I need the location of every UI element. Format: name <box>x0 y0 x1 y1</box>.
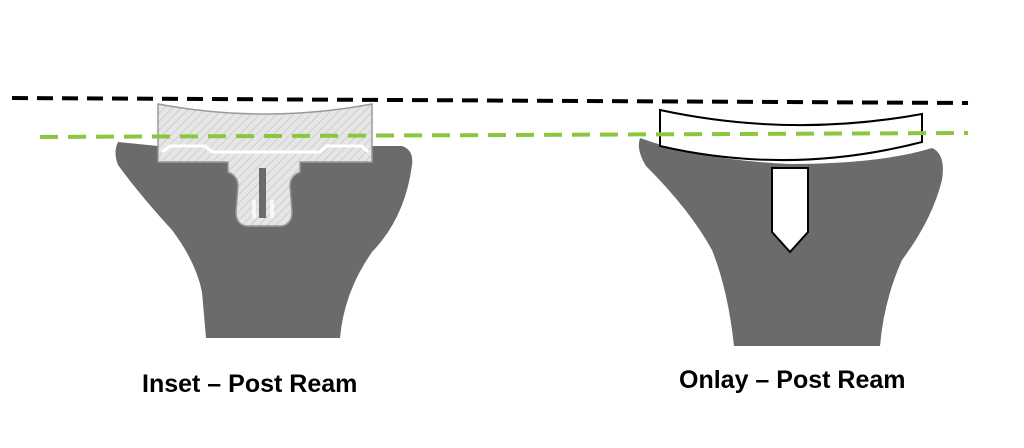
onlay-caption: Onlay – Post Ream <box>679 366 906 394</box>
inset-implant-slot <box>259 168 266 218</box>
original-surface-line <box>11 96 969 105</box>
inset-caption: Inset – Post Ream <box>142 370 358 398</box>
reamed-surface-line <box>39 131 969 139</box>
onlay-peg <box>771 167 809 254</box>
inset-implant-underside <box>161 144 370 154</box>
inset-bone <box>115 142 413 338</box>
onlay-implant <box>659 108 923 162</box>
